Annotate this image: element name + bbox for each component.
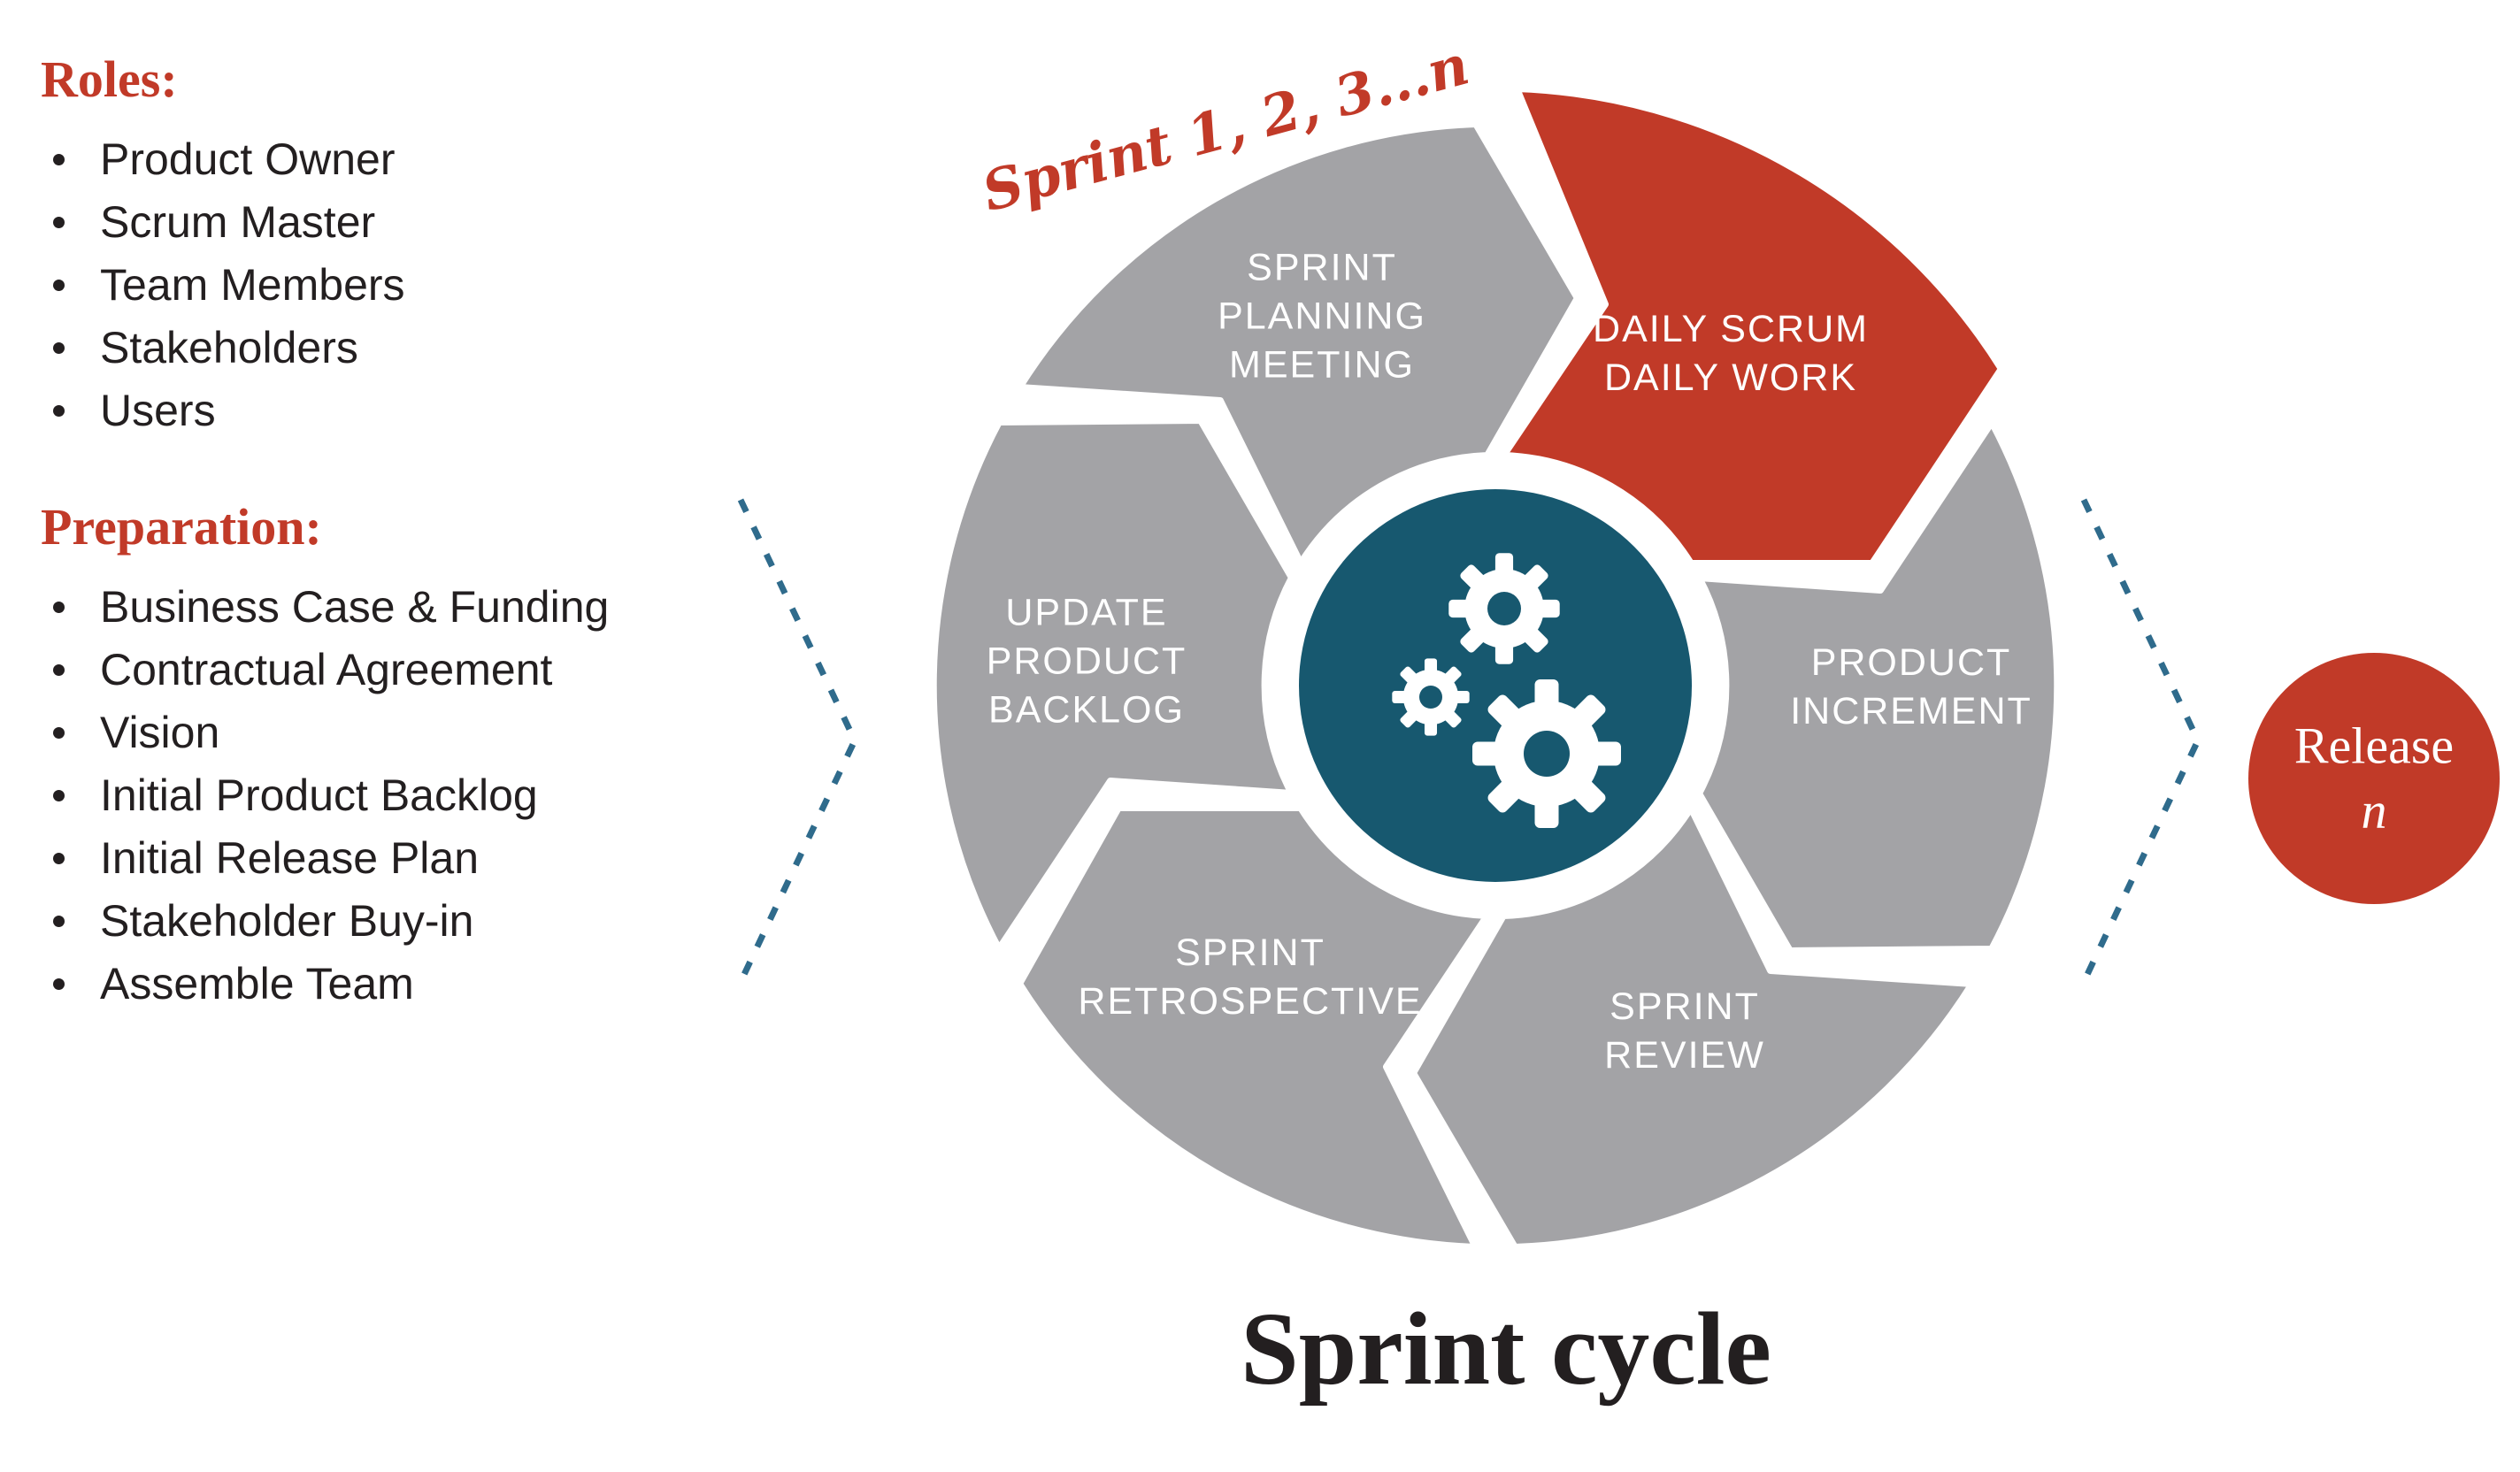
preparation-label: Business Case & Funding (100, 582, 610, 632)
list-item: Assemble Team (41, 953, 802, 1016)
bullet-icon (53, 727, 65, 739)
list-item: Scrum Master (41, 191, 802, 254)
segment-label-sprint-retrospective: SPRINT RETROSPECTIVE (1078, 931, 1423, 1023)
role-label: Users (100, 386, 216, 435)
bullet-icon (53, 916, 65, 927)
bullet-icon (53, 280, 65, 291)
list-item: Initial Release Plan (41, 827, 802, 890)
list-item: Team Members (41, 254, 802, 317)
list-item: Users (41, 380, 802, 442)
segment-label-daily-scrum-daily-work: DAILY SCRUM DAILY WORK (1593, 307, 1869, 399)
list-item: Initial Product Backlog (41, 764, 802, 827)
release-word: Release (2293, 717, 2455, 775)
role-label: Stakeholders (100, 323, 358, 372)
segment-label-update-product-backlog: UPDATE PRODUCT BACKLOG (986, 591, 1187, 732)
bullet-icon (53, 664, 65, 676)
roles-heading: Roles: (41, 50, 178, 108)
segment-label-sprint-planning-meeting: SPRINT PLANNING MEETING (1218, 246, 1426, 387)
bullet-icon (53, 217, 65, 228)
gears-icon (1392, 553, 1621, 828)
role-label: Scrum Master (100, 197, 376, 247)
list-item: Vision (41, 702, 802, 764)
bullet-icon (53, 978, 65, 990)
preparation-label: Initial Product Backlog (100, 770, 538, 820)
hub-circle (1299, 489, 1692, 882)
preparation-section: Preparation: Business Case & Funding Con… (41, 497, 802, 1016)
preparation-label: Contractual Agreement (100, 645, 553, 694)
bullet-icon (53, 342, 65, 354)
dashed-arrow-right (2080, 498, 2201, 984)
diagram-title: Sprint cycle (1241, 1291, 1771, 1407)
role-label: Product Owner (100, 134, 396, 184)
bullet-icon (53, 405, 65, 417)
bullet-icon (53, 154, 65, 165)
segment-label-sprint-review: SPRINT REVIEW (1604, 985, 1765, 1077)
bullet-icon (53, 790, 65, 801)
preparation-heading: Preparation: (41, 498, 322, 556)
roles-list: Product Owner Scrum Master Team Members … (41, 128, 802, 442)
list-item: Stakeholder Buy-in (41, 890, 802, 953)
preparation-label: Assemble Team (100, 959, 414, 1008)
preparation-list: Business Case & Funding Contractual Agre… (41, 576, 802, 1016)
list-item: Contractual Agreement (41, 639, 802, 702)
segment-label-product-increment: PRODUCT INCREMENT (1790, 640, 2032, 732)
left-panel: Roles: Product Owner Scrum Master Team M… (41, 50, 802, 1016)
preparation-label: Vision (100, 708, 220, 757)
list-item: Business Case & Funding (41, 576, 802, 639)
roles-section: Roles: Product Owner Scrum Master Team M… (41, 50, 802, 442)
list-item: Stakeholders (41, 317, 802, 380)
release-circle (2248, 653, 2500, 904)
preparation-label: Initial Release Plan (100, 833, 480, 883)
list-item: Product Owner (41, 128, 802, 191)
bullet-icon (53, 602, 65, 613)
release-label: Release n (2294, 715, 2454, 843)
role-label: Team Members (100, 260, 405, 310)
preparation-label: Stakeholder Buy-in (100, 896, 474, 946)
release-n: n (2361, 781, 2387, 839)
bullet-icon (53, 853, 65, 864)
